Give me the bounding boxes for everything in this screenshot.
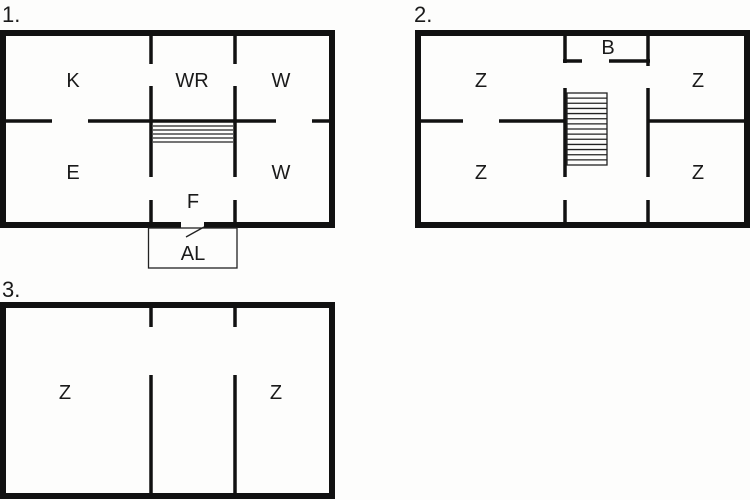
room-label: W <box>272 162 291 184</box>
room-label: Z <box>270 382 282 404</box>
plan-number: 1. <box>2 2 20 27</box>
plan-number: 2. <box>414 2 432 27</box>
floor-plan-3: 3. Z Z <box>0 277 335 499</box>
room-label: Z <box>59 382 71 404</box>
room-label: W <box>272 70 291 92</box>
interior-walls <box>421 36 745 222</box>
room-label: AL <box>181 243 205 265</box>
room-label: K <box>66 70 80 92</box>
outer-wall <box>0 30 335 228</box>
staircase <box>566 92 608 166</box>
room-label: F <box>187 191 199 213</box>
staircase <box>153 125 233 143</box>
plan-number: 3. <box>2 277 20 302</box>
interior-walls <box>149 308 237 493</box>
room-label: Z <box>475 162 487 184</box>
room-label: B <box>601 37 614 59</box>
entrance-door-gap <box>181 221 204 229</box>
door-swing <box>185 226 205 238</box>
interior-walls <box>6 36 330 222</box>
room-label: Z <box>692 70 704 92</box>
room-label: WR <box>175 70 208 92</box>
outer-wall <box>0 302 335 499</box>
porch-outline <box>147 227 238 269</box>
room-label: E <box>66 162 79 184</box>
floor-plan-2: 2. B Z Z Z Z <box>414 2 750 228</box>
outer-wall <box>415 30 750 228</box>
floor-plan-1: 1. K WR W E W F AL <box>0 2 335 269</box>
room-label: Z <box>692 162 704 184</box>
room-label: Z <box>475 70 487 92</box>
